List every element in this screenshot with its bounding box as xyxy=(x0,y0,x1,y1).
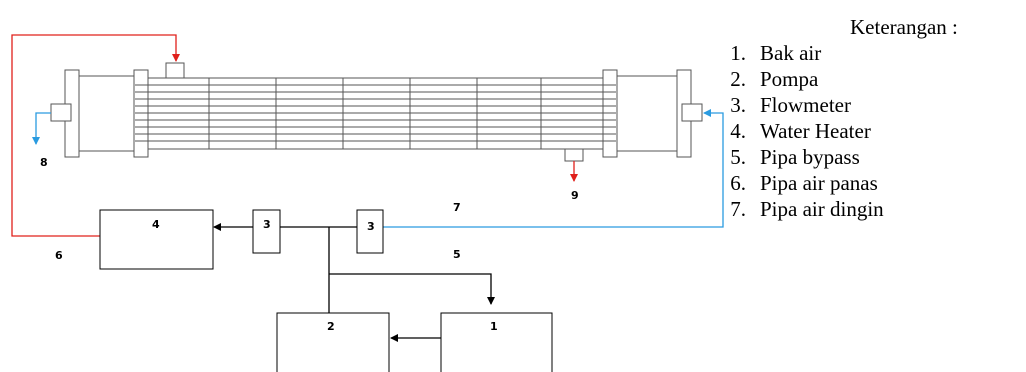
legend-item-number: 4. xyxy=(730,119,746,143)
bypass-pipe xyxy=(329,273,495,305)
legend-item-text: Flowmeter xyxy=(760,93,851,117)
pump-box xyxy=(276,312,390,372)
legend-item-number: 7. xyxy=(730,197,746,221)
shell-outlet-nozzle xyxy=(564,148,584,162)
legend-item: 7. Pipa air dingin xyxy=(700,196,1020,222)
legend-item: 4. Water Heater xyxy=(700,118,1020,144)
pump-label: 2 xyxy=(327,320,335,333)
water-tank-box xyxy=(440,312,553,372)
cold-water-pipe xyxy=(383,109,724,228)
legend-item-text: Pipa bypass xyxy=(760,145,860,169)
flowmeter-left-label: 3 xyxy=(263,218,271,231)
right-nozzle xyxy=(681,103,703,122)
hot-water-pipe xyxy=(11,34,180,237)
legend-item: 6. Pipa air panas xyxy=(700,170,1020,196)
legend-item-text: Bak air xyxy=(760,41,822,65)
legend-item: 2. Pompa xyxy=(700,66,1020,92)
bottom-outlet-label: 9 xyxy=(571,189,579,202)
water-heater-box xyxy=(99,209,214,270)
right-head xyxy=(616,75,678,152)
left-outlet-label: 8 xyxy=(40,156,48,169)
legend-item-text: Pipa air panas xyxy=(760,171,878,195)
legend-item: 5. Pipa bypass xyxy=(700,144,1020,170)
legend-item-number: 1. xyxy=(730,41,746,65)
legend-item-text: Pompa xyxy=(760,67,819,91)
left-outlet-pipe xyxy=(32,112,51,145)
legend: Keterangan : 1. Bak air 2. Pompa 3. Flowmet… xyxy=(700,14,1020,222)
legend-list: 1. Bak air 2. Pompa 3. Flowmeter 4. Water He… xyxy=(700,40,1020,222)
flowmeter-right-label: 3 xyxy=(367,220,375,233)
left-nozzle xyxy=(50,103,72,122)
hot-pipe-label: 6 xyxy=(55,249,63,262)
water-heater-label: 4 xyxy=(152,218,160,231)
water-tank-label: 1 xyxy=(490,320,498,333)
legend-item-text: Water Heater xyxy=(760,119,871,143)
equipment-boxes xyxy=(99,209,553,372)
tube-bundle xyxy=(135,78,616,149)
cold-pipe-label: 7 xyxy=(453,201,461,214)
heat-exchanger xyxy=(50,62,703,162)
flowmeter-right-box xyxy=(356,209,384,254)
left-head xyxy=(78,75,135,152)
legend-item-text: Pipa air dingin xyxy=(760,197,884,221)
legend-item-number: 5. xyxy=(730,145,746,169)
bypass-label: 5 xyxy=(453,248,461,261)
legend-item: 1. Bak air xyxy=(700,40,1020,66)
legend-title: Keterangan : xyxy=(850,15,958,39)
shell-inlet-nozzle xyxy=(165,62,185,79)
legend-item-number: 3. xyxy=(730,93,746,117)
legend-item: 3. Flowmeter xyxy=(700,92,1020,118)
legend-item-number: 2. xyxy=(730,67,746,91)
flowmeter-left-box xyxy=(252,209,281,254)
process-lines xyxy=(213,223,495,342)
legend-item-number: 6. xyxy=(730,171,746,195)
